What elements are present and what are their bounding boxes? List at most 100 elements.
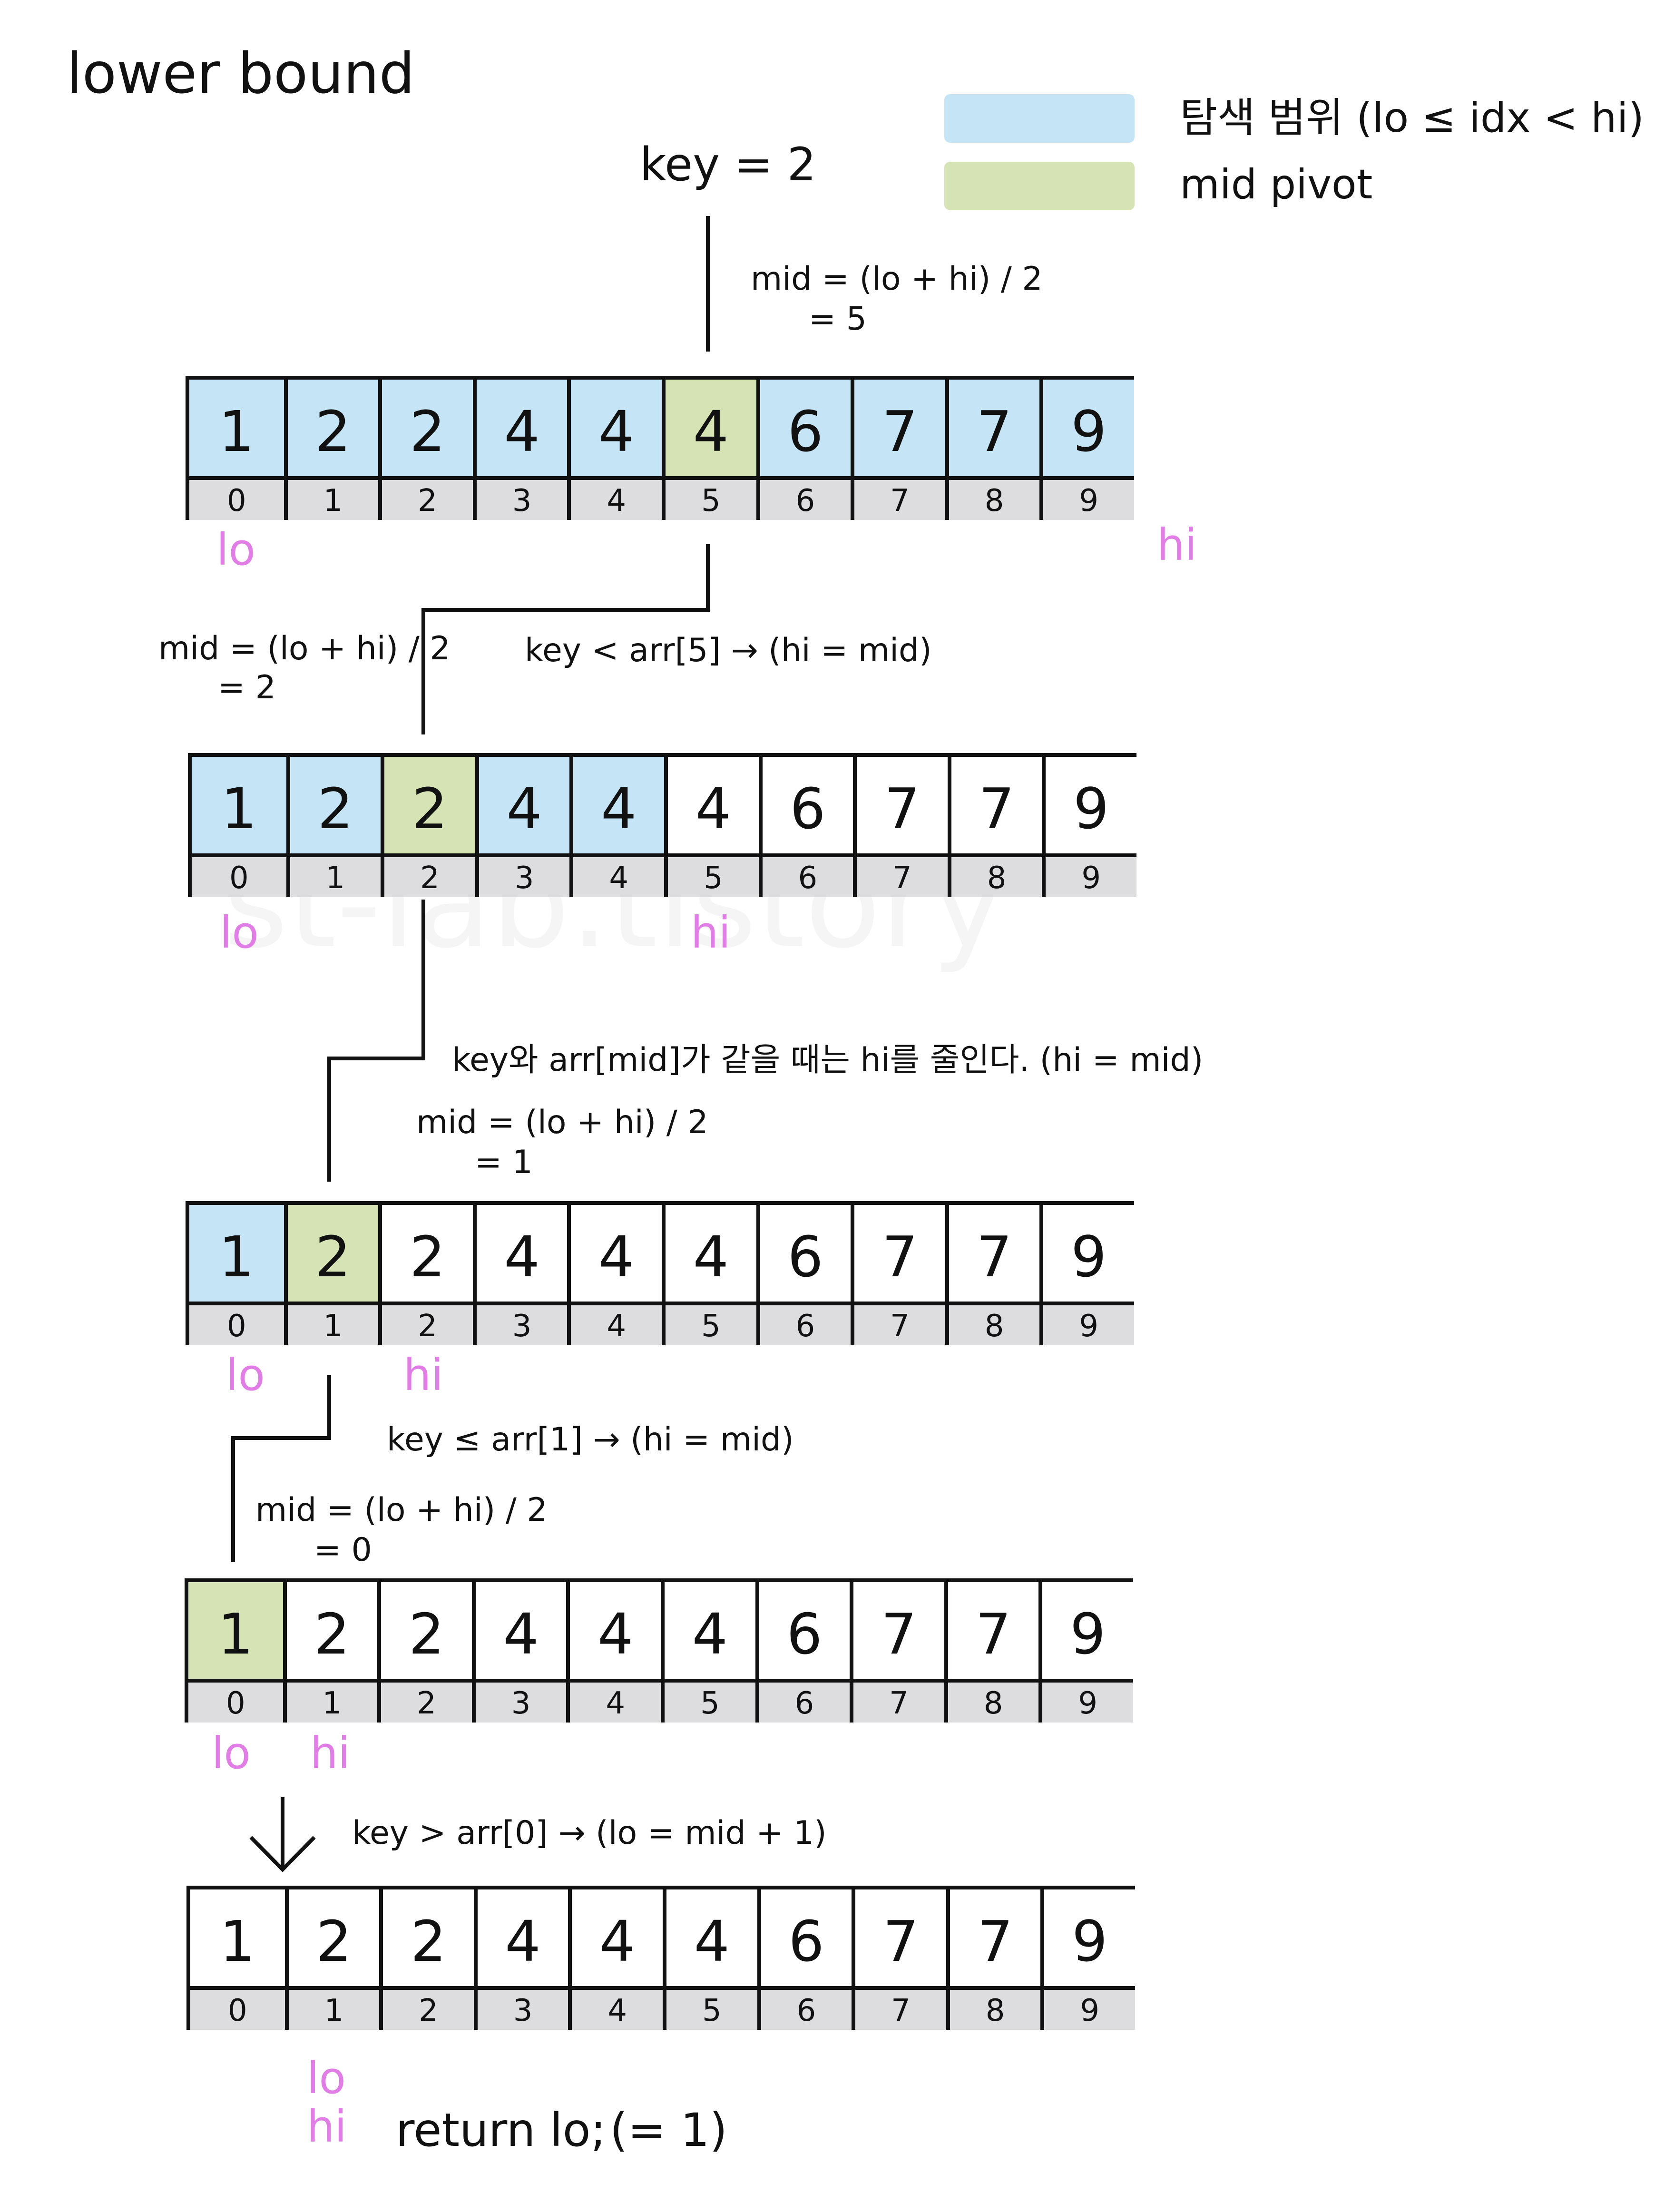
cell-index: 3 [511, 1686, 531, 1721]
lo-pointer-step1: lo [216, 524, 255, 575]
hi-pointer-step2: hi [691, 907, 731, 958]
cell-index: 6 [794, 1686, 814, 1721]
array-cell: 4 [472, 1205, 568, 1302]
array-cell: 1 [188, 1582, 283, 1679]
index-cell: 3 [475, 853, 570, 897]
legend-label-pivot: mid pivot [1180, 161, 1373, 208]
array-cell: 4 [567, 380, 662, 476]
array-cell: 1 [192, 757, 286, 853]
cell-index: 9 [1079, 483, 1099, 519]
cell-value: 6 [786, 1601, 823, 1667]
array-cell: 4 [569, 757, 664, 853]
cell-index: 7 [892, 861, 912, 896]
index-cell: 0 [192, 853, 286, 897]
index-cell: 3 [473, 1986, 568, 2030]
array-cell: 9 [1039, 380, 1134, 476]
array-cell: 7 [944, 1582, 1039, 1679]
array-cell: 7 [851, 1205, 945, 1302]
cell-index: 0 [229, 861, 249, 896]
cell-value: 6 [787, 1224, 823, 1290]
cell-index: 2 [420, 861, 440, 896]
index-cell: 5 [662, 1302, 756, 1345]
index-cell: 2 [381, 853, 475, 897]
cell-index: 4 [606, 1686, 626, 1721]
array-cell: 6 [755, 1582, 850, 1679]
legend-swatch-range [944, 94, 1135, 143]
cell-index: 2 [419, 1993, 438, 2028]
array-cell: 6 [756, 380, 851, 476]
index-cell: 7 [853, 853, 948, 897]
cell-value: 2 [409, 399, 446, 464]
cell-index: 1 [324, 1993, 344, 2028]
cell-index: 3 [513, 1993, 533, 2028]
cell-index: 4 [607, 1993, 627, 2028]
array-cell: 7 [945, 380, 1040, 476]
array-cell: 4 [472, 380, 568, 476]
index-cell: 8 [945, 476, 1040, 520]
index-cell: 6 [758, 853, 853, 897]
cell-index: 3 [512, 483, 532, 519]
cell-value: 4 [599, 1909, 636, 1974]
cell-index: 9 [1081, 861, 1101, 896]
index-cell: 4 [568, 1986, 663, 2030]
index-cell: 3 [472, 1302, 568, 1345]
array-cell: 4 [567, 1205, 662, 1302]
index-cell: 7 [850, 1679, 944, 1723]
lo-pointer-final: lo [307, 2053, 346, 2104]
cell-index: 9 [1079, 1309, 1099, 1344]
index-cell: 0 [189, 1302, 284, 1345]
index-cell: 1 [284, 1302, 379, 1345]
cell-index: 6 [795, 483, 815, 519]
cell-index: 8 [984, 1309, 1004, 1344]
cell-index: 4 [607, 1309, 627, 1344]
cell-value: 4 [694, 1909, 730, 1974]
compare-step1: key < arr[5] → (hi = mid) [525, 632, 932, 669]
index-cell: 9 [1039, 1302, 1134, 1345]
cell-index: 1 [323, 1309, 343, 1344]
index-cell: 3 [472, 476, 568, 520]
cell-value: 9 [1071, 1224, 1107, 1290]
array-cell: 2 [378, 1205, 473, 1302]
index-cell: 1 [284, 1986, 380, 2030]
cell-value: 7 [979, 776, 1015, 842]
cell-index: 4 [609, 861, 629, 896]
cell-value: 4 [695, 776, 731, 842]
mid-result-step4: = 0 [314, 1531, 372, 1569]
cell-index: 8 [987, 861, 1007, 896]
array-cell: 2 [283, 1582, 378, 1679]
cell-value: 4 [506, 776, 542, 842]
index-cell: 5 [663, 1986, 757, 2030]
key-label: key = 2 [640, 138, 816, 191]
array-cell: 4 [663, 1889, 757, 1986]
mid-calc-step2: mid = (lo + hi) / 2 [158, 630, 451, 667]
array-cell: 6 [756, 1205, 851, 1302]
cell-value: 2 [317, 776, 353, 842]
cell-index: 9 [1080, 1993, 1100, 2028]
index-cell: 5 [661, 1679, 755, 1723]
array-cell: 2 [377, 1582, 472, 1679]
array-cell: 7 [946, 1889, 1041, 1986]
index-cell: 8 [945, 1302, 1040, 1345]
lo-pointer-step2: lo [220, 907, 259, 958]
array-cell: 4 [566, 1582, 661, 1679]
cell-value: 4 [597, 1601, 634, 1667]
array-cell: 4 [662, 1205, 756, 1302]
array-cell: 4 [473, 1889, 568, 1986]
arrow-down-icon [249, 1797, 316, 1872]
index-cell: 0 [188, 1679, 283, 1723]
return-value: (= 1) [610, 2104, 727, 2157]
index-cell: 6 [755, 1679, 850, 1723]
index-cell: 0 [190, 1986, 285, 2030]
array-cell: 1 [190, 1889, 285, 1986]
cell-value: 4 [504, 1224, 540, 1290]
cell-index: 5 [702, 1993, 722, 2028]
cell-value: 4 [693, 399, 729, 464]
array-cell: 7 [850, 1582, 944, 1679]
cell-value: 7 [975, 1601, 1011, 1667]
array-cell: 7 [947, 757, 1042, 853]
cell-value: 4 [692, 1601, 728, 1667]
compare-step3: key ≤ arr[1] → (hi = mid) [387, 1421, 794, 1458]
